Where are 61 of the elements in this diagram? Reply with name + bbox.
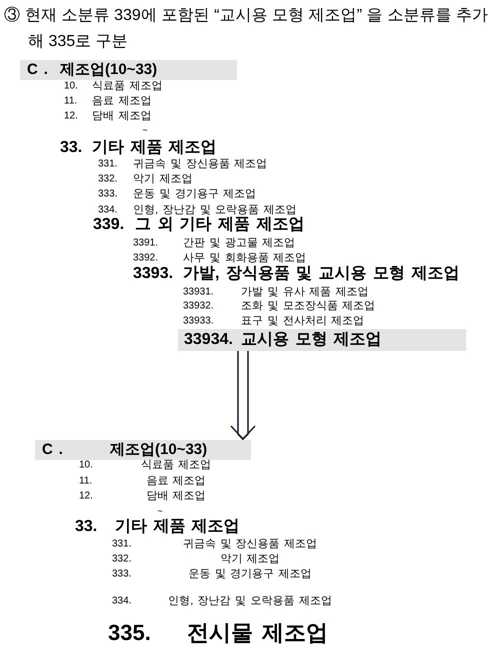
class-name: 조화 및 모조장식품 제조업: [241, 300, 376, 312]
class-name: 귀금속 및 장신용품 제조업: [182, 538, 318, 550]
class-code: 11.: [64, 96, 78, 106]
class-name: 운동 및 경기용구 제조업: [188, 568, 312, 580]
class-code: 10.: [64, 80, 78, 92]
class-code: 333.: [112, 568, 132, 580]
class-code: 33933.: [183, 316, 214, 326]
section-title: 제조업(10~33): [60, 62, 158, 78]
class-code: 33.: [60, 139, 82, 157]
class-code: 12.: [64, 110, 78, 122]
class-name: 인형, 장난감 및 오락용품 제조업: [168, 594, 332, 608]
class-name: 사무 및 회화용품 제조업: [183, 252, 306, 264]
class-name: 식료품 제조업: [140, 458, 212, 472]
class-name: 귀금속 및 장신용품 제조업: [133, 158, 268, 170]
class-code: 332.: [98, 174, 118, 184]
class-code: 12.: [79, 490, 93, 502]
class-name: 담배 제조업: [146, 490, 206, 502]
class-code: 334.: [98, 204, 118, 216]
class-name: 간판 및 광고물 제조업: [183, 236, 296, 250]
class-code: 331.: [98, 158, 118, 170]
class-code: 335.: [108, 620, 151, 646]
class-code: 33931.: [183, 286, 214, 298]
class-code: 3392.: [133, 252, 158, 264]
class-code: 3393.: [133, 265, 174, 283]
section-title: 제조업(10~33): [110, 442, 208, 458]
class-name: 가발 및 유사 제품 제조업: [241, 286, 369, 298]
class-code: 331.: [112, 538, 132, 550]
class-name: 악기 제조업: [133, 172, 192, 186]
class-name: 전시물 제조업: [187, 620, 328, 646]
class-name: 가발, 장식용품 및 교시용 모형 제조업: [183, 265, 460, 283]
omission-mark: ~: [142, 126, 148, 136]
class-name: 악기 제조업: [220, 552, 280, 566]
highlight-band: [35, 440, 251, 460]
class-code: 334.: [112, 596, 132, 606]
class-code: 33932.: [183, 300, 214, 312]
class-code: 33.: [75, 518, 98, 536]
class-code: 332.: [112, 554, 132, 564]
class-code: 339.: [93, 216, 124, 234]
section-letter: C .: [42, 442, 63, 458]
class-name: 담배 제조업: [92, 110, 152, 122]
highlight-band: [20, 60, 237, 80]
class-name: 표구 및 전사처리 제조업: [241, 314, 364, 328]
class-name: 인형, 장난감 및 오락용품 제조업: [133, 204, 297, 216]
section-letter: C .: [27, 62, 48, 78]
highlight-band: [178, 329, 466, 351]
class-name: 운동 및 경기용구 제조업: [133, 188, 256, 200]
class-code: 33934.: [184, 331, 233, 349]
class-name: 음료 제조업: [146, 474, 206, 488]
class-code: 3391.: [133, 238, 158, 248]
class-name: 음료 제조업: [92, 94, 152, 108]
class-code: 11.: [79, 476, 92, 486]
class-name: 교시용 모형 제조업: [241, 331, 382, 349]
class-name: 기타 제품 제조업: [92, 139, 217, 157]
arrow: [230, 350, 256, 440]
title: ③ 현재 소분류 339에 포함된 “교시용 모형 제조업” 을 소분류를 추가해 335로 구분: [4, 6, 488, 52]
class-name: 식료품 제조업: [92, 80, 162, 92]
class-name: 그 외 기타 제품 제조업: [135, 216, 304, 234]
class-code: 333.: [98, 188, 118, 200]
class-code: 10.: [79, 460, 93, 470]
class-name: 기타 제품 제조업: [115, 518, 240, 536]
omission-mark: ~: [157, 507, 163, 517]
